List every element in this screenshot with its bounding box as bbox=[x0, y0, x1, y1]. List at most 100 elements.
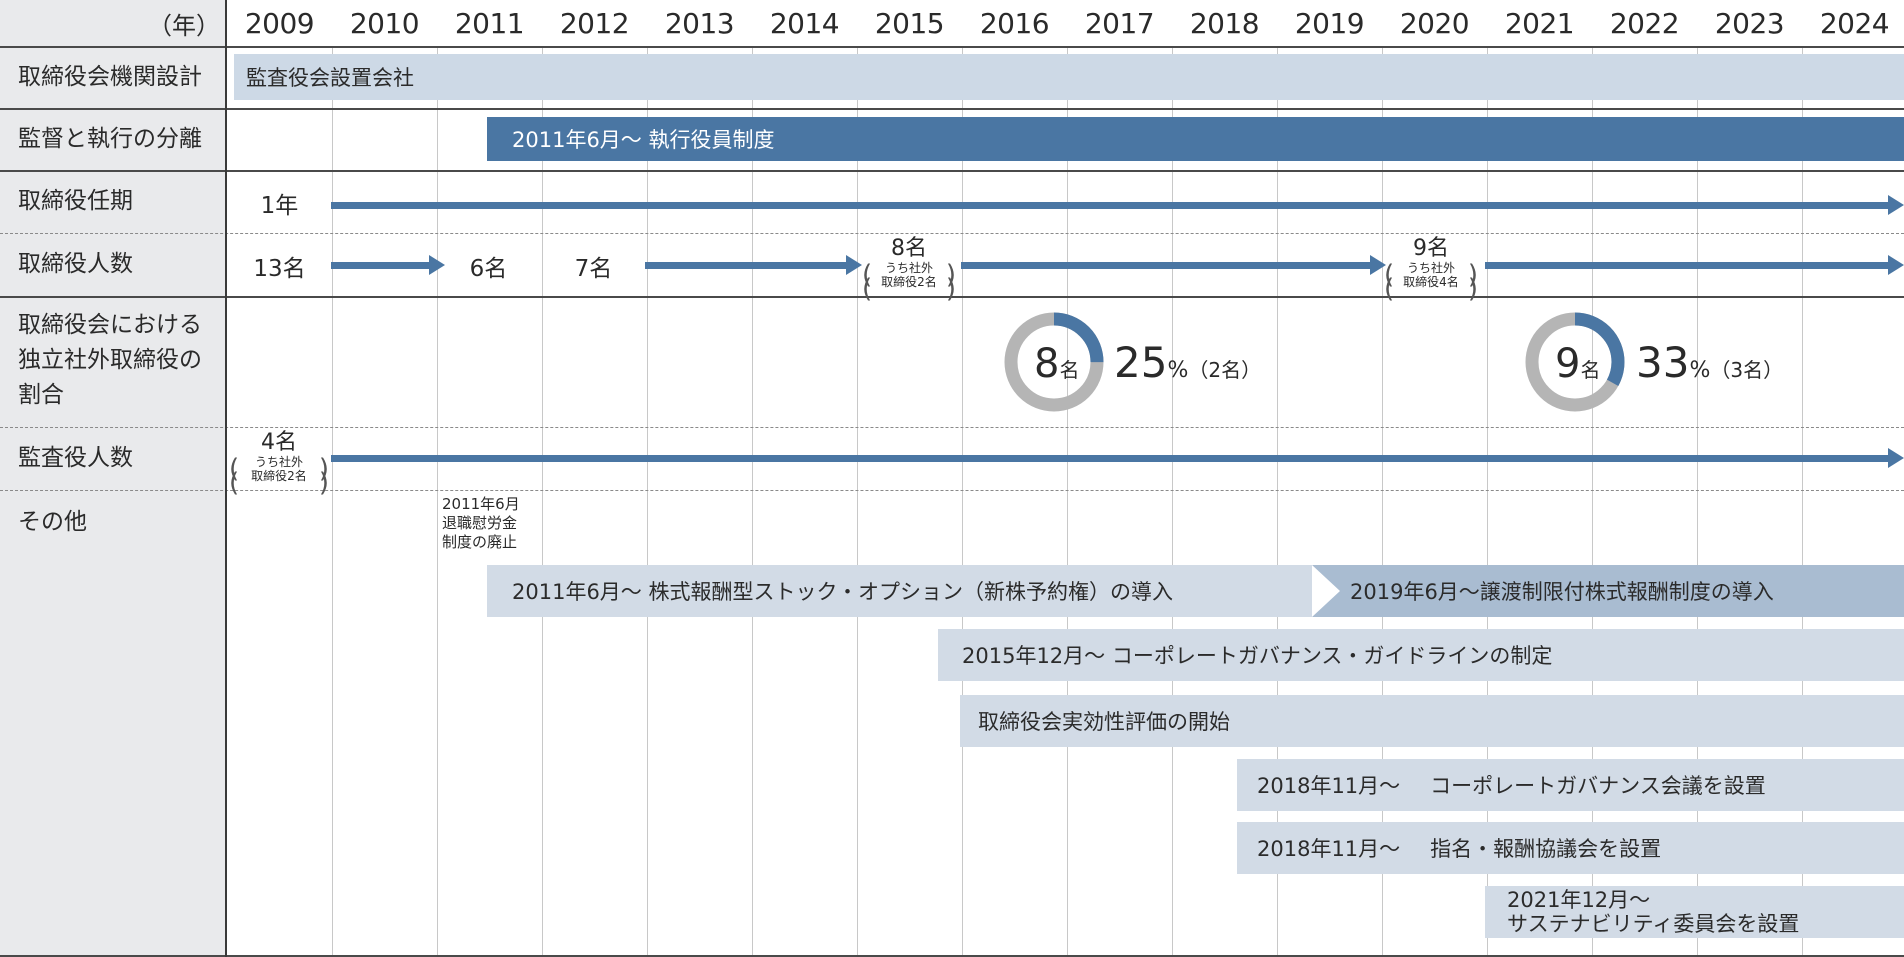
year-unit-label: （年） bbox=[148, 12, 220, 40]
bar-stock-option-text: 2011年6月～ 株式報酬型ストック・オプション（新株予約権）の導入 bbox=[512, 580, 1174, 604]
gridline bbox=[962, 47, 963, 957]
ratio-2021-count: （3名） bbox=[1710, 358, 1784, 382]
bar-cg-guideline-text: 2015年12月～ コーポレートガバナンス・ガイドラインの制定 bbox=[962, 644, 1553, 668]
note-line-3: 制度の廃止 bbox=[442, 533, 518, 551]
gridline bbox=[1172, 47, 1173, 957]
independent-ratio-donut-2021 bbox=[1525, 312, 1625, 412]
row-label-independent-line2: 独立社外取締役の bbox=[18, 347, 202, 373]
bar-nomination-text: 指名・報酬協議会を設置 bbox=[1430, 837, 1662, 861]
directors-2012: 7名 bbox=[574, 256, 613, 282]
gridline bbox=[542, 47, 543, 957]
year-2012: 2012 bbox=[559, 7, 630, 40]
row-label-directors: 取締役人数 bbox=[18, 251, 133, 277]
gridline bbox=[1802, 47, 1803, 957]
year-2023: 2023 bbox=[1714, 7, 1785, 40]
independent-ratio-donut-2016 bbox=[1004, 312, 1104, 412]
year-2010: 2010 bbox=[349, 7, 420, 40]
year-2014: 2014 bbox=[769, 7, 840, 40]
row-label-other: その他 bbox=[18, 509, 87, 535]
auditors-arrow bbox=[331, 448, 1904, 468]
row-divider-dotted bbox=[0, 490, 1904, 491]
directors-2015: 8名 うち社外 取締役2名 bbox=[862, 236, 956, 304]
row-label-auditors: 監査役人数 bbox=[18, 445, 133, 471]
ratio-2021-percent-sign: % bbox=[1689, 358, 1711, 383]
row-divider bbox=[0, 170, 1904, 172]
header-divider bbox=[0, 46, 1904, 48]
year-2021: 2021 bbox=[1504, 7, 1575, 40]
gridline bbox=[1067, 47, 1068, 957]
label-column bbox=[0, 0, 226, 957]
donut-2021-total: 9名 bbox=[1555, 341, 1600, 387]
row-label-separation: 監督と執行の分離 bbox=[18, 126, 202, 152]
year-2013: 2013 bbox=[664, 7, 735, 40]
directors-arrow-2 bbox=[645, 255, 862, 275]
gridline bbox=[1277, 47, 1278, 957]
donut-2016-total-unit: 名 bbox=[1059, 358, 1080, 382]
year-2019: 2019 bbox=[1294, 7, 1365, 40]
gridline bbox=[1487, 47, 1488, 957]
bottom-border bbox=[0, 955, 1904, 957]
auditors-sub2: 取締役2名 bbox=[229, 469, 329, 497]
gridline bbox=[1592, 47, 1593, 957]
bar-sustainability-committee: 2021年12月～ サステナビリティ委員会を設置 bbox=[1485, 886, 1904, 938]
directors-arrow-4 bbox=[1485, 255, 1904, 275]
row-label-independent-line1: 取締役会における bbox=[18, 312, 202, 338]
year-2017: 2017 bbox=[1084, 7, 1155, 40]
bar-restricted-stock-text: 2019年6月～譲渡制限付株式報酬制度の導入 bbox=[1350, 580, 1774, 604]
note-line-1: 2011年6月 bbox=[442, 495, 520, 513]
directors-2020-count: 9名 bbox=[1413, 236, 1449, 261]
donut-independent-segment bbox=[1525, 312, 1625, 412]
bar-cg-meeting-date: 2018年11月～ bbox=[1257, 774, 1401, 798]
year-2015: 2015 bbox=[874, 7, 945, 40]
row-label-term: 取締役任期 bbox=[18, 188, 133, 214]
directors-2020: 9名 うち社外 取締役4名 bbox=[1384, 236, 1478, 304]
ratio-2021-percent: 33 bbox=[1636, 338, 1690, 387]
directors-2015-sub1: うち社外 bbox=[862, 261, 956, 289]
directors-2020-sub1: うち社外 bbox=[1384, 261, 1478, 289]
gridline bbox=[437, 47, 438, 957]
bar-cg-meeting: 2018年11月～ コーポレートガバナンス会議を設置 bbox=[1237, 759, 1904, 811]
row-divider-dotted bbox=[0, 427, 1904, 428]
year-2018: 2018 bbox=[1189, 7, 1260, 40]
directors-2011: 6名 bbox=[469, 256, 508, 282]
gridline bbox=[857, 47, 858, 957]
bar-audit-board-company-text: 監査役会設置会社 bbox=[246, 66, 414, 90]
bar-sustainability-text: サステナビリティ委員会を設置 bbox=[1507, 912, 1800, 936]
bar-cg-guideline: 2015年12月～ コーポレートガバナンス・ガイドラインの制定 bbox=[938, 629, 1904, 681]
term-arrow bbox=[331, 195, 1904, 215]
directors-arrow-3 bbox=[961, 255, 1386, 275]
directors-2015-count: 8名 bbox=[891, 236, 927, 261]
directors-2015-sub2: 取締役2名 bbox=[862, 275, 956, 303]
year-2024: 2024 bbox=[1819, 7, 1890, 40]
independent-ratio-2021: 33%（3名） bbox=[1636, 338, 1783, 387]
directors-arrow-1 bbox=[331, 255, 445, 275]
auditors-count: 4名 bbox=[261, 430, 297, 455]
donut-independent-segment bbox=[1004, 312, 1104, 412]
bar-nomination-date: 2018年11月～ bbox=[1257, 837, 1401, 861]
gridline bbox=[1697, 47, 1698, 957]
directors-2009: 13名 bbox=[253, 256, 306, 282]
row-divider bbox=[0, 108, 1904, 110]
bar-nomination-council: 2018年11月～ 指名・報酬協議会を設置 bbox=[1237, 822, 1904, 874]
bar-board-evaluation-text: 取締役会実効性評価の開始 bbox=[978, 710, 1230, 734]
year-2011: 2011 bbox=[454, 7, 525, 40]
donut-2016-total-number: 8 bbox=[1034, 341, 1060, 387]
year-2022: 2022 bbox=[1609, 7, 1680, 40]
gridline bbox=[752, 47, 753, 957]
donut-2021-total-number: 9 bbox=[1555, 341, 1581, 387]
year-2020: 2020 bbox=[1399, 7, 1470, 40]
row-divider-dotted bbox=[0, 233, 1904, 234]
row-label-independent-line3: 割合 bbox=[18, 382, 64, 408]
donut-2021-total-unit: 名 bbox=[1580, 358, 1601, 382]
gridline bbox=[1382, 47, 1383, 957]
bar-audit-board-company: 監査役会設置会社 bbox=[234, 54, 1904, 100]
year-2009: 2009 bbox=[244, 7, 315, 40]
label-column-divider bbox=[225, 0, 227, 957]
bar-executive-officer-text: 2011年6月～ 執行役員制度 bbox=[512, 128, 775, 152]
bar-stock-option: 2011年6月～ 株式報酬型ストック・オプション（新株予約権）の導入 bbox=[487, 565, 1312, 617]
bar-cg-meeting-text: コーポレートガバナンス会議を設置 bbox=[1430, 774, 1766, 798]
bar-board-evaluation: 取締役会実効性評価の開始 bbox=[960, 695, 1904, 747]
gridline bbox=[647, 47, 648, 957]
note-line-2: 退職慰労金 bbox=[442, 514, 518, 532]
